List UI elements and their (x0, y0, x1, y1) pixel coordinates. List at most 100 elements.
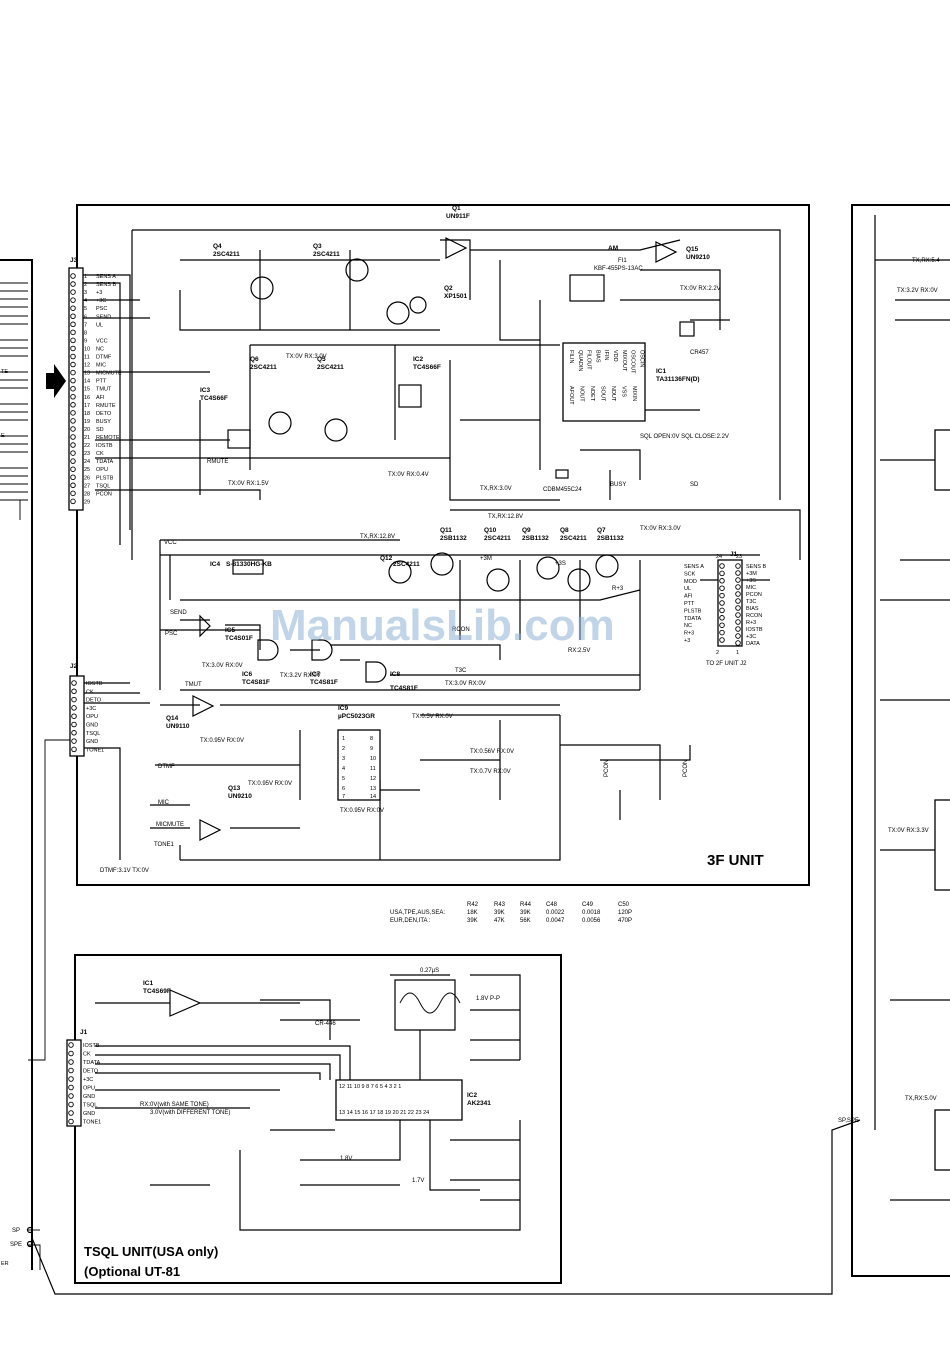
pin-terminal (68, 1101, 74, 1108)
j3-pin-name: +3C (96, 298, 106, 304)
svg-text:TX:3.0V RX:0V: TX:3.0V RX:0V (202, 663, 243, 669)
j3-pin-number: 15 (84, 387, 90, 393)
svg-text:TX:0V RX:1.5V: TX:0V RX:1.5V (228, 481, 269, 487)
pin-terminal (71, 746, 77, 753)
j3-pin-number: 4 (84, 298, 87, 304)
variant-table-cell: 56K (520, 918, 531, 924)
pin-terminal (735, 591, 741, 597)
j3-pin-name: +3 (96, 290, 102, 296)
ic1-pin-name: IFIN (603, 350, 609, 360)
pin-terminal (735, 605, 741, 611)
svg-text:7: 7 (342, 794, 345, 800)
variant-table-header: C49 (582, 902, 594, 908)
j1-left-pin-name: SCK (684, 571, 696, 577)
pin-terminal (68, 1059, 74, 1065)
q9-ref: Q9 (522, 527, 531, 534)
j1-right-pin-name: BIAS (746, 606, 759, 612)
q4-ref: Q4 (213, 243, 222, 250)
pin-terminal (68, 1110, 74, 1116)
j3-pin-name: MICMUTE (96, 371, 122, 377)
ic2-part: TC4S66F (413, 364, 441, 371)
j3-pin-name: PTT (96, 379, 107, 385)
variant-table-cell: 470P (618, 918, 632, 924)
ic6-ref: IC6 (242, 671, 253, 678)
pin-terminal (719, 629, 725, 636)
j3-pin-number: 19 (84, 419, 90, 425)
svg-text:TX,RX:12.8V: TX,RX:12.8V (488, 514, 523, 520)
pin-terminal (735, 598, 741, 604)
j1-left-pin-name: TDATA (684, 616, 702, 622)
pin-terminal (70, 385, 76, 392)
variant-table-cell: 47K (494, 918, 505, 924)
pin-terminal (71, 696, 77, 703)
3f-unit-frame (76, 204, 810, 886)
pin-terminal (71, 721, 77, 728)
pin-terminal (719, 615, 725, 621)
q4-part: 2SC4211 (213, 251, 240, 258)
j3-pin-number: 24 (84, 459, 90, 465)
pin-terminal (735, 640, 741, 646)
waveform (399, 992, 461, 1014)
pin-terminal (70, 474, 76, 481)
ic9-chip (337, 729, 381, 801)
j3-pin-name: RMUTE (96, 403, 116, 409)
tsql-j1-pin-name: TONE1 (83, 1120, 101, 1126)
q15-ref: Q15 (686, 246, 699, 253)
svg-text:TX:0.5V RX:0V: TX:0.5V RX:0V (412, 714, 453, 720)
tsql-wiring (95, 974, 521, 1231)
j3-pin-number: 26 (84, 475, 90, 481)
ic1-pin-name: NDUT (610, 386, 616, 402)
j3-pin-name: OPU (96, 467, 108, 473)
ic1-pin-name: VSS (621, 386, 627, 397)
variant-table-cell: 0.0022 (546, 910, 565, 916)
j2-pin-name: DETO (86, 698, 102, 704)
svg-text:R+3: R+3 (612, 586, 624, 592)
j3-pin-name: PLSTB (96, 475, 114, 481)
pin-terminal (71, 713, 77, 719)
j3-pin-name: PCON (96, 491, 112, 497)
j1-right-pin-name: SENS B (746, 564, 767, 570)
ic1-pin-name: NDET (589, 386, 595, 402)
svg-text:TE: TE (1, 369, 8, 375)
j3-pin-number: 20 (84, 427, 90, 433)
j3-pin-number: 17 (84, 403, 90, 409)
variant-table-header: C50 (618, 902, 630, 908)
ic1-pin-name: FILOUT (586, 350, 592, 370)
j3-pin-name: TSQL (96, 483, 110, 489)
variant-table-header: R43 (494, 902, 506, 908)
pin-terminal (70, 426, 76, 432)
j3-pin-number: 13 (84, 371, 90, 377)
j1-right-pin-name: +3M (746, 571, 757, 577)
j1-pin-number: 2 (716, 650, 719, 656)
j3-pin-number: 2 (84, 282, 87, 288)
pin-terminal (71, 680, 77, 686)
pin-terminal (70, 490, 76, 497)
waveform-amplitude: 1.8V P-P (476, 996, 500, 1002)
j1-right-pin-name: MIC (746, 585, 756, 591)
pin-terminal (70, 329, 76, 336)
j3-pin-number: 28 (84, 491, 90, 497)
svg-text:E: E (1, 433, 5, 439)
svg-text:DTMF:3.1V TX:0V: DTMF:3.1V TX:0V (100, 868, 149, 874)
q10-part: 2SC4211 (484, 535, 511, 542)
svg-text:SPE: SPE (10, 1242, 22, 1248)
j1-left-pin-name: MOD (684, 579, 697, 585)
svg-text:TX:0V RX:2.2V: TX:0V RX:2.2V (680, 286, 721, 292)
pin-terminal (719, 585, 725, 591)
j2-pin-name: CK (86, 689, 94, 695)
pin-terminal (68, 1076, 74, 1082)
variant-table-cell: 0.0056 (582, 918, 601, 924)
tsql-title-2: (Optional UT-81 (84, 1264, 180, 1279)
variant-table-cell: 120P (618, 910, 632, 916)
ic3-part: TC4S66F (200, 395, 228, 402)
pin-terminal (70, 305, 76, 311)
q13-part: UN9210 (228, 793, 252, 800)
ic9-ref: IC9 (338, 705, 349, 712)
3f-components (192, 237, 695, 841)
svg-text:PSC: PSC (165, 631, 178, 637)
pin-terminal (719, 563, 725, 569)
j3-pin-number: 22 (84, 443, 90, 449)
svg-text:TX:0V RX:3.0V: TX:0V RX:3.0V (640, 526, 681, 532)
j1-connector: J1 SENS ASCKMODULAFIPTTPLSTBTDATANCR+3+3… (684, 551, 767, 667)
